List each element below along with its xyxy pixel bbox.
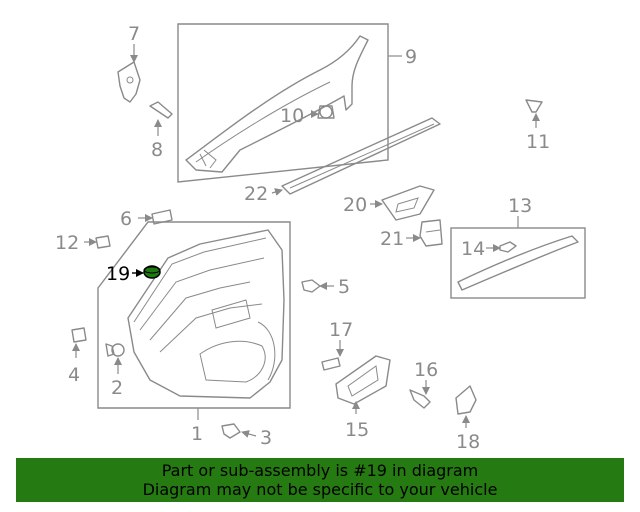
part-9-frame [177, 23, 389, 183]
part-3-clip [221, 423, 241, 439]
callout-9: 9 [405, 46, 417, 68]
part-5-clip [301, 279, 321, 293]
part-17-clip [321, 357, 341, 371]
callout-4: 4 [68, 364, 80, 386]
part-14-clip [499, 241, 517, 253]
part-12-clip [95, 235, 111, 249]
banner-line-1: Part or sub-assembly is #19 in diagram [161, 461, 479, 480]
callout-18: 18 [456, 431, 480, 453]
callout-14: 14 [461, 238, 485, 260]
callout-7: 7 [128, 23, 140, 45]
part-10-clip [317, 105, 335, 119]
callout-15: 15 [345, 419, 369, 441]
callout-17: 17 [329, 319, 353, 341]
callout-21: 21 [380, 228, 404, 250]
callout-11: 11 [526, 131, 550, 153]
part-1-frame [97, 221, 291, 409]
parts-diagram: 1 2 3 4 5 6 7 8 9 10 11 12 13 14 15 16 1… [55, 23, 586, 453]
part-15-handle [335, 355, 391, 405]
callout-6: 6 [120, 208, 132, 230]
callout-1: 1 [191, 423, 203, 445]
callout-3: 3 [260, 427, 272, 449]
callout-19: 19 [106, 263, 130, 285]
part-6-clip [151, 209, 173, 225]
part-18-bracket [455, 385, 477, 415]
callout-12: 12 [55, 232, 79, 254]
part-22-strip [281, 117, 441, 195]
info-banner: Part or sub-assembly is #19 in diagram D… [16, 458, 624, 502]
callout-16: 16 [414, 359, 438, 381]
part-20-switch [381, 185, 435, 221]
part-11-clip [525, 99, 543, 113]
part-4-clip [71, 327, 87, 343]
callout-8: 8 [151, 139, 163, 161]
callout-20: 20 [343, 194, 367, 216]
callout-5: 5 [338, 276, 350, 298]
part-16-screw [409, 389, 431, 409]
callout-2: 2 [111, 377, 123, 399]
callout-22: 22 [244, 183, 268, 205]
part-21-connector [419, 219, 443, 247]
part-19-plug [143, 265, 161, 279]
part-8-screw [149, 101, 173, 119]
callout-10: 10 [280, 105, 304, 127]
part-7-bracket [117, 61, 141, 103]
callout-13: 13 [508, 195, 532, 217]
part-2-clip [105, 343, 125, 357]
banner-line-2: Diagram may not be specific to your vehi… [142, 480, 498, 499]
